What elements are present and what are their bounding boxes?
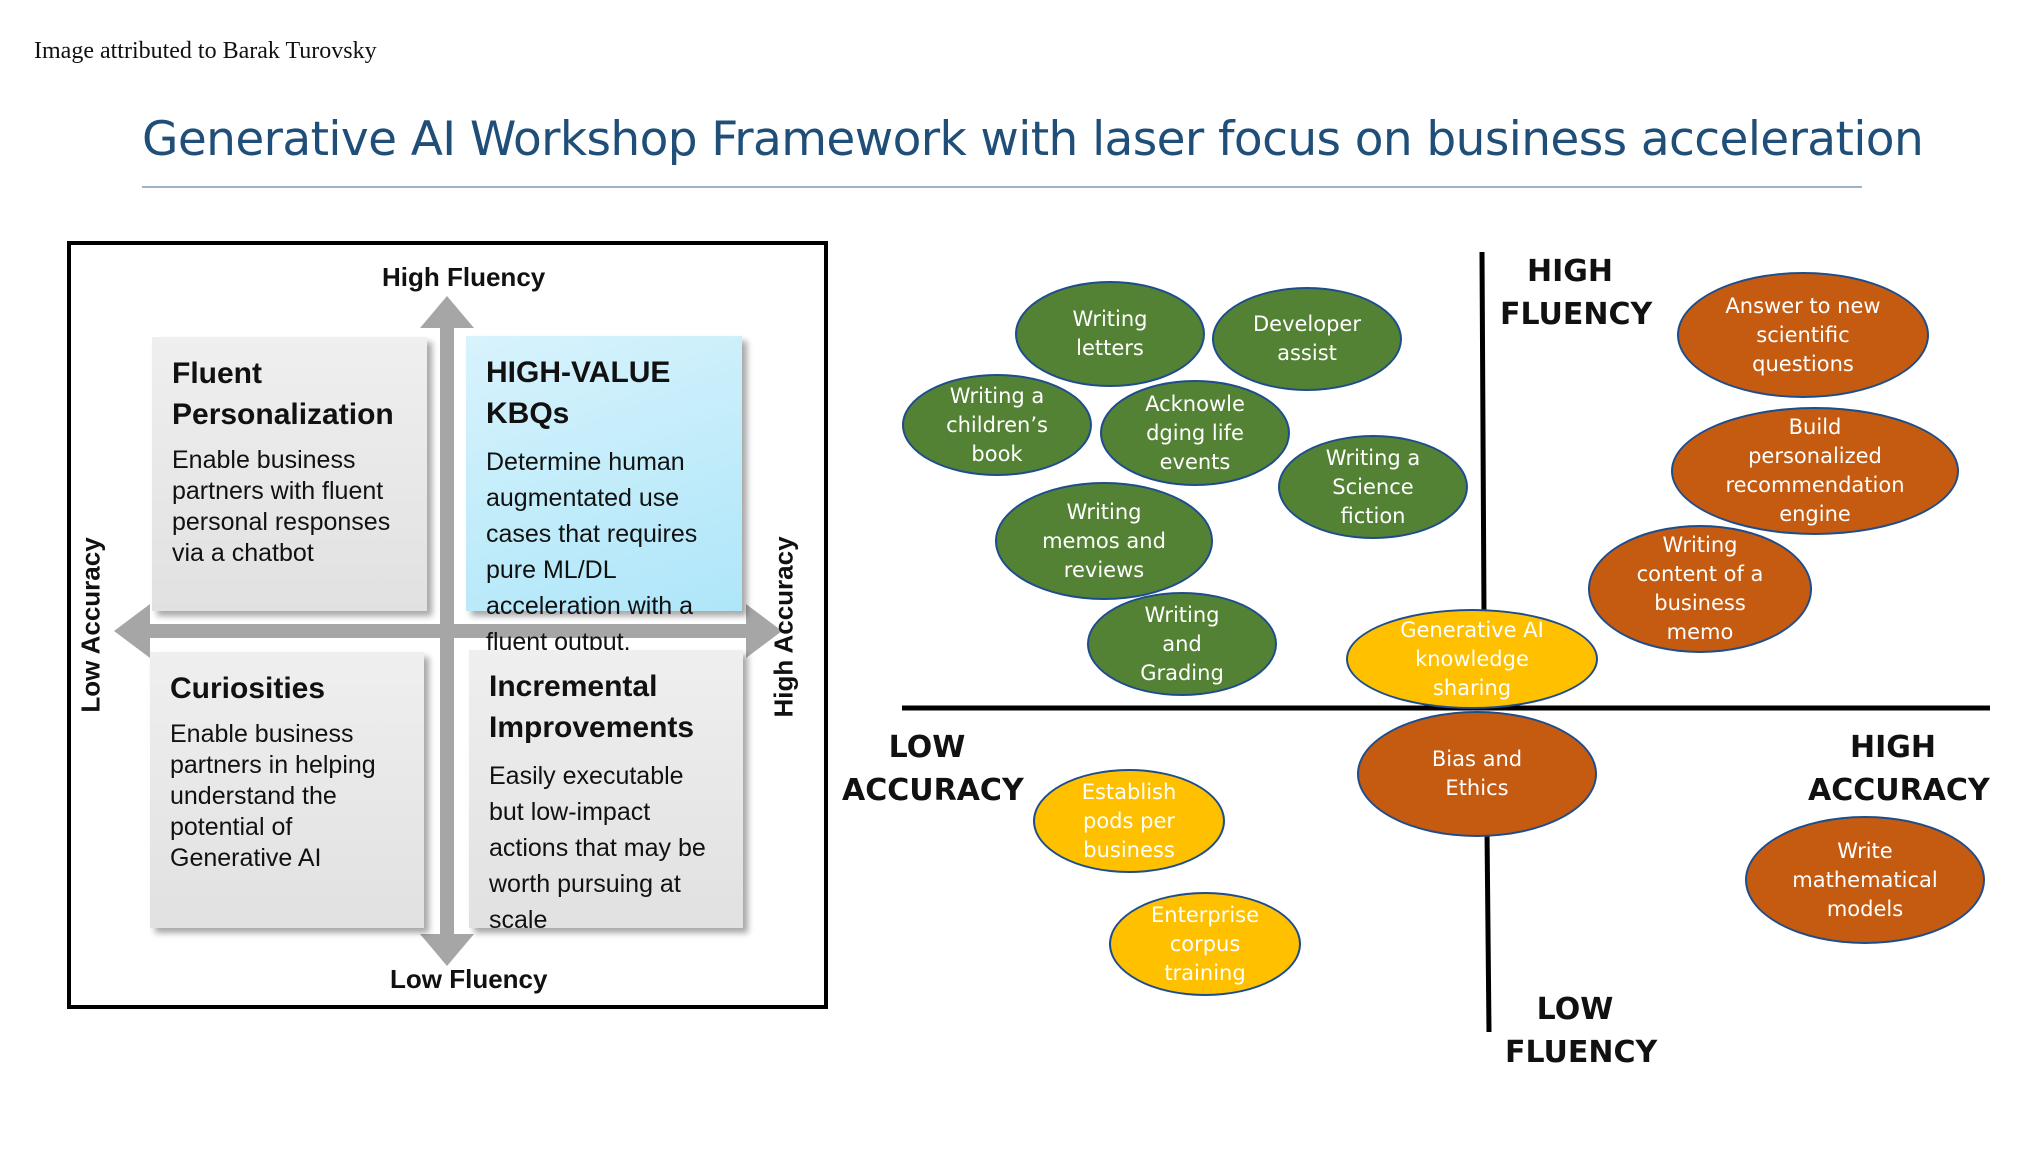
quadrant-title: Fluent Personalization <box>172 357 394 431</box>
page-title: Generative AI Workshop Framework with la… <box>142 112 1924 167</box>
quadrant-description: Determine human augmentated use cases th… <box>486 448 698 656</box>
bubble-writing-childrens-book: Writing a children’s book <box>902 374 1092 476</box>
vertical-axis-upper <box>1479 251 1487 616</box>
quadrant-high-value-kbqs: HIGH-VALUE KBQs Determine human augmenta… <box>466 336 742 656</box>
quadrant-curiosities: Curiosities Enable business partners in … <box>150 652 424 928</box>
quadrant-matrix <box>67 241 828 1009</box>
quadrant-description: Enable business partners in helping unde… <box>170 720 376 872</box>
quadrant-incremental-improvements: Incremental Improvements Easily executab… <box>469 650 743 934</box>
attribution-text: Image attributed to Barak Turovsky <box>34 38 377 64</box>
bubble-writing-letters: Writing letters <box>1015 281 1205 387</box>
axis-label-low-accuracy: Low Accuracy <box>75 537 106 713</box>
quadrant-title: Incremental Improvements <box>489 670 695 744</box>
bubble-write-mathematical-models: Write mathematical models <box>1745 816 1985 944</box>
label-high-fluency: HIGH FLUENCY <box>1500 254 1653 332</box>
label-low-fluency: LOW FLUENCY <box>1505 992 1658 1070</box>
bubble-answer-scientific-questions: Answer to new scientific questions <box>1677 272 1929 398</box>
quadrant-title: Curiosities <box>170 672 326 705</box>
quadrant-title: HIGH-VALUE KBQs <box>486 356 671 430</box>
axis-label-high-accuracy: High Accuracy <box>768 536 799 718</box>
bubble-writing-memos-and-reviews: Writing memos and reviews <box>995 482 1213 600</box>
label-low-accuracy: LOW ACCURACY <box>842 730 1024 808</box>
vertical-axis-lower <box>1484 829 1492 1033</box>
bubble-developer-assist: Developer assist <box>1212 287 1402 391</box>
bubble-bias-and-ethics: Bias and Ethics <box>1357 711 1597 837</box>
bubble-generative-ai-knowledge-sharing: Generative AI knowledge sharing <box>1346 609 1598 709</box>
quadrant-description: Enable business partners with fluent per… <box>172 446 391 567</box>
axis-label-low-fluency: Low Fluency <box>390 964 548 994</box>
axis-label-high-fluency: High Fluency <box>382 262 546 292</box>
quadrant-fluent-personalization: Fluent Personalization Enable business p… <box>152 337 427 611</box>
label-high-accuracy: HIGH ACCURACY <box>1808 730 1990 808</box>
bubble-build-recommendation-engine: Build personalized recommendation engine <box>1671 407 1959 535</box>
bubble-writing-and-grading: Writing and Grading <box>1087 592 1277 696</box>
bubble-enterprise-corpus-training: Enterprise corpus training <box>1109 892 1301 996</box>
title-divider <box>142 186 1862 188</box>
bubble-writing-business-memo: Writing content of a business memo <box>1588 525 1812 653</box>
bubble-acknowledging-life-events: Acknowle dging life events <box>1100 380 1290 486</box>
bubble-writing-science-fiction: Writing a Science fiction <box>1278 435 1468 539</box>
quadrant-description: Easily executable but low-impact actions… <box>489 762 706 934</box>
bubble-establish-pods: Establish pods per business <box>1033 769 1225 873</box>
